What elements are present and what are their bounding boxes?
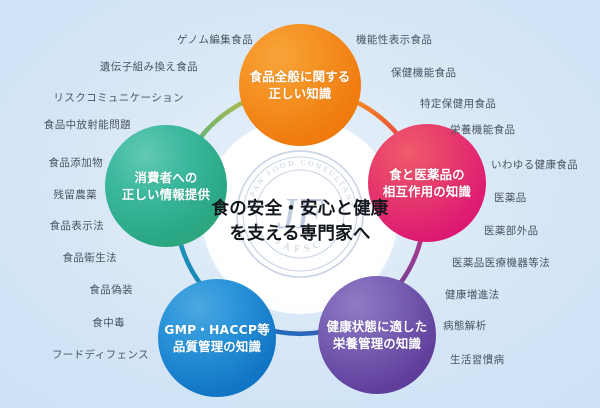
node-quality-line2: 品質管理の知識 — [172, 339, 262, 354]
label-left-10: 食中毒 — [92, 317, 125, 330]
label-right-5: いわゆる健康食品 — [491, 159, 579, 172]
node-quality-line1: GMP・HACCP等 — [164, 321, 270, 337]
node-food-general-line1: 食品全般に関する — [249, 68, 351, 84]
label-left-4: 食品中放射能問題 — [43, 119, 131, 132]
node-food-general-line2: 正しい知識 — [268, 86, 332, 101]
label-left-6: 残留農薬 — [53, 189, 97, 202]
svg-text:JF: JF — [277, 189, 325, 238]
label-right-2: 保健機能食品 — [391, 67, 457, 80]
node-food-general[interactable]: 食品全般に関する 正しい知識 — [239, 24, 361, 146]
node-nutrition-line1: 健康状態に適した — [326, 318, 428, 334]
node-consumer-line2: 正しい情報提供 — [121, 187, 211, 202]
label-right-11: 生活習慣病 — [450, 354, 505, 367]
node-food-drug-line1: 食と医薬品の — [389, 166, 465, 182]
label-left-3: リスクコミュニケーション — [53, 92, 184, 105]
label-right-3: 特定保健用食品 — [420, 98, 497, 111]
node-nutrition-management[interactable]: 健康状態に適した 栄養管理の知識 — [318, 276, 436, 394]
label-left-8: 食品衛生法 — [62, 252, 117, 265]
node-food-drug-line2: 相互作用の知識 — [382, 184, 472, 199]
jafsc-seal-watermark-icon: JAPAN FOOD CONSULTANT JAFSC JF — [236, 150, 364, 278]
label-left-1: ゲノム編集食品 — [177, 34, 253, 47]
label-right-4: 栄養機能食品 — [450, 124, 516, 137]
label-right-1: 機能性表示食品 — [356, 34, 433, 47]
node-consumer-line1: 消費者への — [134, 169, 198, 185]
node-nutrition-line2: 栄養管理の知識 — [332, 336, 422, 351]
label-left-9: 食品偽装 — [89, 284, 133, 297]
label-left-5: 食品添加物 — [48, 157, 103, 170]
center-title-line1: 食の安全・安心と健康 — [211, 199, 389, 220]
label-right-9: 健康増進法 — [445, 289, 500, 302]
label-left-11: フードディフェンス — [51, 349, 149, 362]
label-right-7: 医薬部外品 — [484, 225, 539, 238]
label-right-10: 病態解析 — [443, 320, 487, 333]
label-right-8: 医薬品医療機器等法 — [452, 257, 551, 270]
node-food-drug-interaction[interactable]: 食と医薬品の 相互作用の知識 — [368, 124, 486, 242]
center-title: 食の安全・安心と健康 を支える専門家へ — [212, 197, 389, 247]
label-right-6: 医薬品 — [494, 192, 527, 205]
node-consumer-information[interactable]: 消費者への 正しい情報提供 — [105, 125, 227, 247]
label-left-2: 遺伝子組み換え食品 — [99, 61, 198, 74]
label-left-7: 食品表示法 — [49, 220, 104, 233]
node-quality-control[interactable]: GMP・HACCP等 品質管理の知識 — [158, 279, 276, 397]
center-title-line2: を支える専門家へ — [229, 224, 371, 244]
